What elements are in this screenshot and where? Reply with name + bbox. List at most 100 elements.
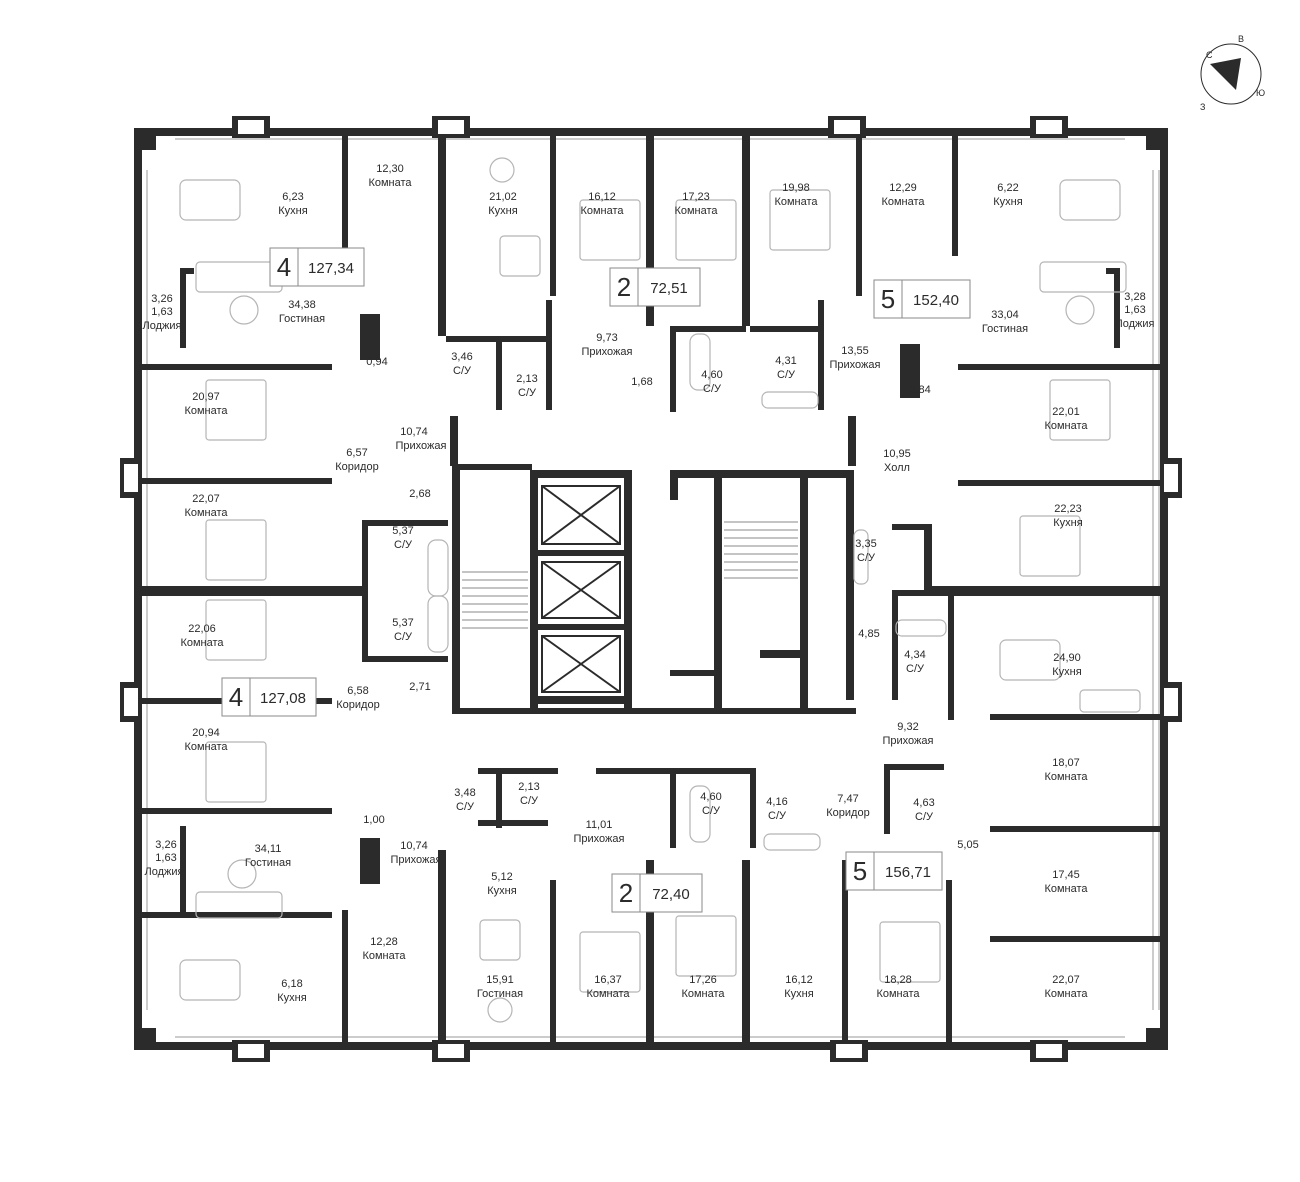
apartment-badge[interactable]: 4 127,34: [269, 247, 365, 287]
room-area: 10,74: [400, 840, 428, 852]
apartment-badge[interactable]: 5 152,40: [873, 279, 971, 319]
room-area: 3,28: [1124, 291, 1145, 303]
room-label[interactable]: 1,00: [363, 814, 384, 826]
room-area: 22,07: [192, 493, 220, 505]
room-area: 0,94: [366, 356, 387, 368]
room-name: Кухня: [278, 205, 307, 217]
room-name: Комната: [184, 741, 228, 753]
room-area: 22,06: [188, 623, 216, 635]
furniture: [179, 157, 1141, 1023]
room-label[interactable]: 2,71: [409, 681, 430, 693]
room-area: 5,12: [491, 871, 512, 883]
room-label[interactable]: 4,60С/У: [701, 369, 722, 395]
room-name: Комната: [1044, 883, 1088, 895]
room-area: 1,68: [631, 376, 652, 388]
room-name: Коридор: [335, 461, 378, 473]
apartment-badges: 4 127,34 2 72,51 5 152,40 4 127,08 2 72,…: [221, 247, 971, 913]
room-label[interactable]: 2,13С/У: [518, 781, 539, 807]
room-label[interactable]: 3,46С/У: [451, 351, 472, 377]
room-label[interactable]: 2,13С/У: [516, 373, 537, 399]
room-name: С/У: [518, 387, 537, 399]
room-label[interactable]: 2,84: [909, 384, 930, 396]
room-name: Комната: [180, 637, 224, 649]
room-area: 18,07: [1052, 757, 1080, 769]
room-name: Прихожая: [582, 346, 633, 358]
room-name: Кухня: [1053, 517, 1082, 529]
apartment-badge[interactable]: 2 72,40: [611, 873, 703, 913]
room-name: Комната: [1044, 988, 1088, 1000]
room-area: 20,97: [192, 391, 220, 403]
room-area: 16,12: [588, 191, 616, 203]
room-label[interactable]: 3,35С/У: [855, 538, 876, 564]
room-label[interactable]: 4,16С/У: [766, 796, 787, 822]
room-area: 2,68: [409, 488, 430, 500]
apartment-rooms: 2: [619, 878, 633, 908]
room-label[interactable]: 4,60С/У: [700, 791, 721, 817]
apartment-badge[interactable]: 5 156,71: [845, 851, 943, 891]
room-label[interactable]: 0,94: [366, 356, 387, 368]
room-label[interactable]: 2,68: [409, 488, 430, 500]
room-label[interactable]: 4,85: [858, 628, 879, 640]
room-label[interactable]: 5,37С/У: [392, 525, 413, 551]
room-label[interactable]: 4,31С/У: [775, 355, 796, 381]
room-area: 9,32: [897, 721, 918, 733]
room-area: 10,74: [400, 426, 428, 438]
apartment-area: 152,40: [913, 292, 959, 309]
room-area: 6,57: [346, 447, 367, 459]
room-label[interactable]: 4,63С/У: [913, 797, 934, 823]
room-label[interactable]: 3,48С/У: [454, 787, 475, 813]
room-area: 12,29: [889, 182, 917, 194]
apartment-badge[interactable]: 2 72,51: [609, 267, 701, 307]
room-label[interactable]: 4,34С/У: [904, 649, 925, 675]
room-label[interactable]: 5,37С/У: [392, 617, 413, 643]
room-name: Комната: [184, 405, 228, 417]
room-area: 24,90: [1053, 652, 1081, 664]
room-label[interactable]: 1,68: [631, 376, 652, 388]
apartment-badge[interactable]: 4 127,08: [221, 677, 317, 717]
room-label[interactable]: 5,05: [957, 839, 978, 851]
room-name: Комната: [881, 196, 925, 208]
